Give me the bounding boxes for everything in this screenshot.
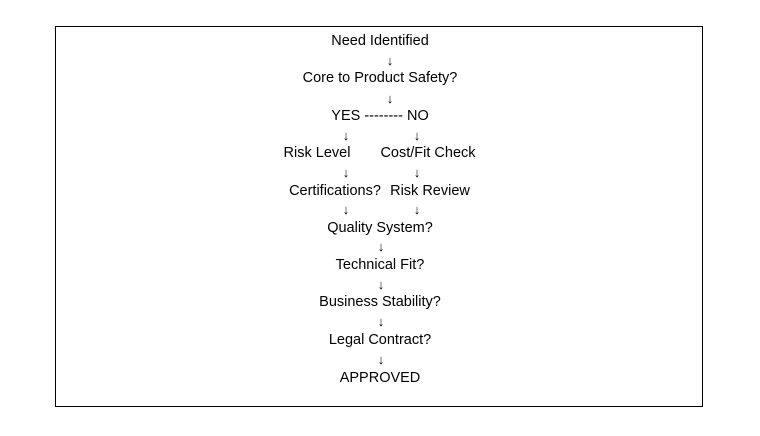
node-legal-contract: Legal Contract? xyxy=(328,332,432,348)
node-technical-fit: Technical Fit? xyxy=(335,257,425,273)
node-quality-system: Quality System? xyxy=(327,220,433,236)
node-core-to-product-safety: Core to Product Safety? xyxy=(302,70,458,86)
arrow-down-icon: ↓ xyxy=(413,128,421,143)
arrow-down-icon: ↓ xyxy=(342,202,350,217)
arrow-down-icon: ↓ xyxy=(377,314,385,329)
node-cost-fit-check: Cost/Fit Check xyxy=(380,145,476,161)
arrow-down-icon: ↓ xyxy=(386,91,394,106)
arrow-down-icon: ↓ xyxy=(377,239,385,254)
node-need-identified: Need Identified xyxy=(331,33,429,49)
diagram-frame xyxy=(55,26,703,407)
arrow-down-icon: ↓ xyxy=(413,202,421,217)
node-risk-level: Risk Level xyxy=(283,145,351,161)
arrow-down-icon: ↓ xyxy=(342,128,350,143)
node-business-stability: Business Stability? xyxy=(319,294,441,310)
branch-yes-no: YES -------- NO xyxy=(331,108,429,124)
node-certifications: Certifications? xyxy=(289,183,381,199)
node-risk-review: Risk Review xyxy=(390,183,470,199)
arrow-down-icon: ↓ xyxy=(342,165,350,180)
arrow-down-icon: ↓ xyxy=(413,165,421,180)
arrow-down-icon: ↓ xyxy=(377,352,385,367)
node-approved: APPROVED xyxy=(339,370,421,386)
arrow-down-icon: ↓ xyxy=(377,277,385,292)
arrow-down-icon: ↓ xyxy=(386,53,394,68)
